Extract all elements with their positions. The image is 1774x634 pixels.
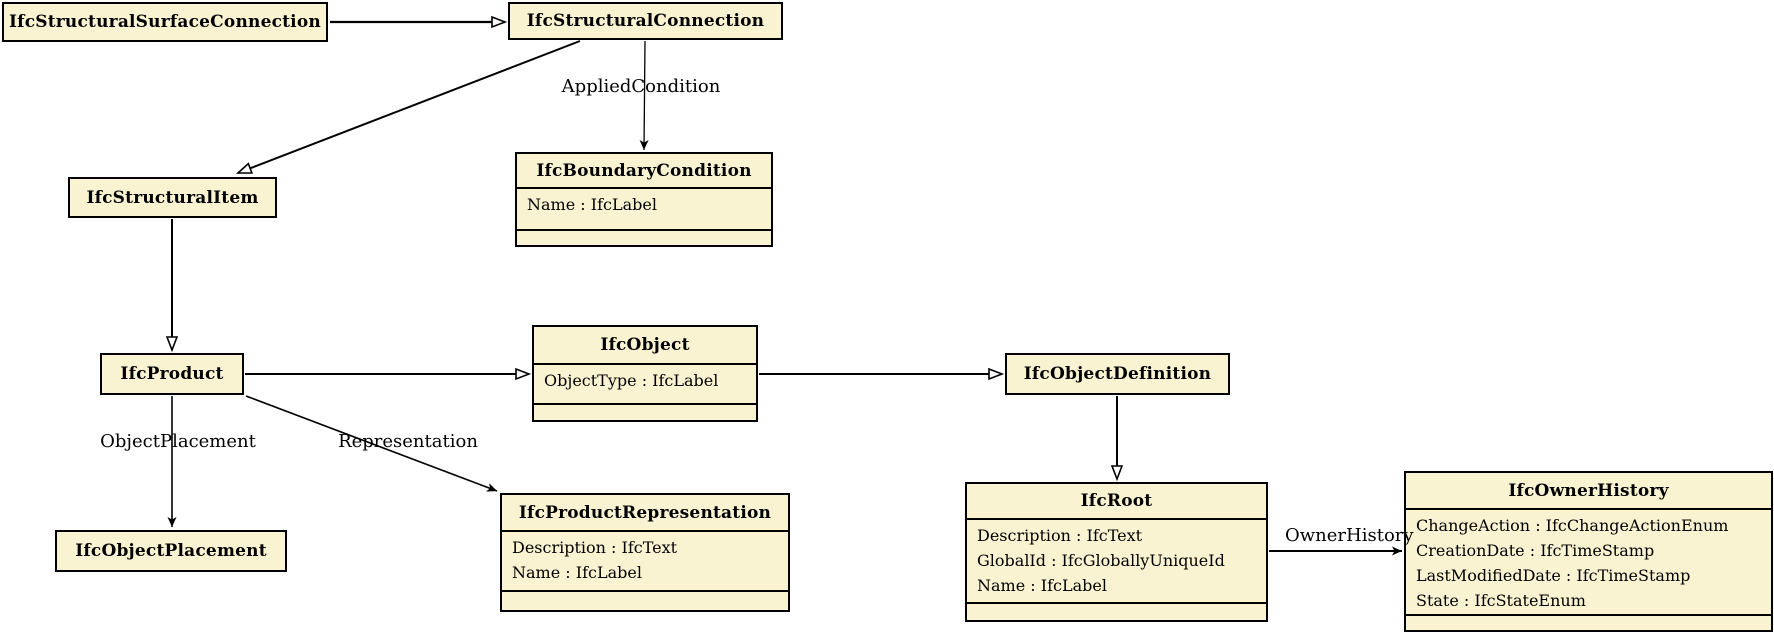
attribute-row: LastModifiedDate : IfcTimeStamp bbox=[1416, 566, 1691, 585]
class-attributes: ObjectType : IfcLabel bbox=[534, 363, 756, 403]
class-operations-empty bbox=[534, 403, 756, 420]
class-title: IfcStructuralItem bbox=[86, 187, 259, 208]
class-title: IfcObjectPlacement bbox=[75, 541, 267, 561]
attribute-row: State : IfcStateEnum bbox=[1416, 591, 1586, 610]
edge-label-appliedcondition: AppliedCondition bbox=[561, 76, 721, 97]
class-title: IfcStructuralSurfaceConnection bbox=[9, 12, 321, 32]
attribute-row: ChangeAction : IfcChangeActionEnum bbox=[1416, 516, 1729, 535]
class-box-ifcobjectdefinition[interactable]: IfcObjectDefinition bbox=[1005, 353, 1230, 395]
class-operations-empty bbox=[1406, 614, 1771, 630]
class-attributes: Name : IfcLabel bbox=[517, 187, 771, 229]
class-box-ifcproduct[interactable]: IfcProduct bbox=[100, 353, 244, 395]
attribute-row: CreationDate : IfcTimeStamp bbox=[1416, 541, 1655, 560]
class-title: IfcObjectDefinition bbox=[1023, 364, 1212, 384]
class-attributes: ChangeAction : IfcChangeActionEnum Creat… bbox=[1406, 508, 1771, 614]
attribute-row: Description : IfcText bbox=[512, 538, 678, 557]
attribute-row: Name : IfcLabel bbox=[527, 195, 657, 214]
edge-label-ownerhistory: OwnerHistory bbox=[1285, 525, 1414, 546]
edge-label-objectplacement: ObjectPlacement bbox=[100, 431, 256, 452]
class-title: IfcObject bbox=[600, 335, 690, 355]
class-title: IfcProductRepresentation bbox=[518, 502, 772, 523]
class-operations-empty bbox=[967, 602, 1266, 620]
class-title: IfcBoundaryCondition bbox=[536, 160, 752, 181]
class-operations-empty bbox=[517, 229, 771, 245]
class-operations-empty bbox=[502, 590, 788, 610]
class-title: IfcOwnerHistory bbox=[1508, 480, 1669, 501]
class-title: IfcRoot bbox=[1080, 491, 1153, 511]
attribute-row: Name : IfcLabel bbox=[512, 563, 642, 582]
attribute-row: Description : IfcText bbox=[977, 526, 1143, 545]
class-box-ifcstructuralsurfaceconnection[interactable]: IfcStructuralSurfaceConnection bbox=[2, 2, 328, 42]
class-box-ifcownerhistory[interactable]: IfcOwnerHistory ChangeAction : IfcChange… bbox=[1404, 471, 1773, 632]
edge-label-representation: Representation bbox=[338, 431, 478, 452]
class-box-ifcproductrepresentation[interactable]: IfcProductRepresentation Description : I… bbox=[500, 493, 790, 612]
attribute-row: GlobalId : IfcGloballyUniqueId bbox=[977, 551, 1225, 570]
class-box-ifcobject[interactable]: IfcObject ObjectType : IfcLabel bbox=[532, 325, 758, 422]
class-title: IfcStructuralConnection bbox=[526, 11, 765, 31]
attribute-row: ObjectType : IfcLabel bbox=[544, 371, 719, 390]
attribute-row: Name : IfcLabel bbox=[977, 576, 1107, 595]
class-box-ifcstructuralconnection[interactable]: IfcStructuralConnection bbox=[508, 2, 783, 40]
class-title: IfcProduct bbox=[120, 364, 224, 384]
class-box-ifcstructuralitem[interactable]: IfcStructuralItem bbox=[68, 177, 277, 218]
class-attributes: Description : IfcText GlobalId : IfcGlob… bbox=[967, 518, 1266, 602]
class-box-ifcobjectplacement[interactable]: IfcObjectPlacement bbox=[55, 530, 287, 572]
class-box-ifcboundarycondition[interactable]: IfcBoundaryCondition Name : IfcLabel bbox=[515, 152, 773, 247]
class-attributes: Description : IfcText Name : IfcLabel bbox=[502, 530, 788, 590]
class-box-ifcroot[interactable]: IfcRoot Description : IfcText GlobalId :… bbox=[965, 482, 1268, 622]
